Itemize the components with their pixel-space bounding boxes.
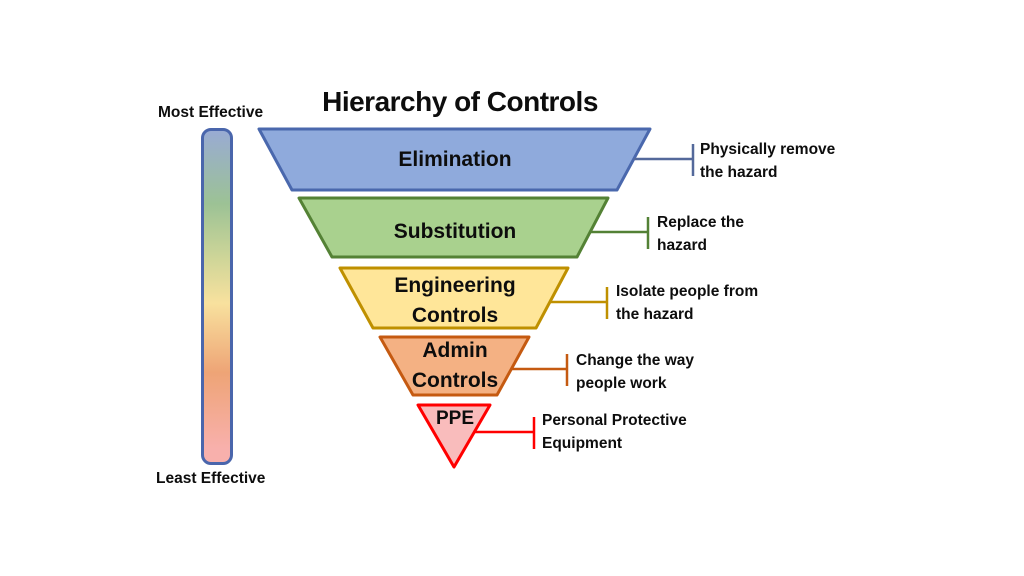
description-line: Equipment xyxy=(542,434,623,452)
description-line: Change the way xyxy=(576,352,694,369)
description-line: Physically remove xyxy=(700,141,836,158)
description-engineering-controls: Isolate people from the hazard xyxy=(616,281,758,326)
level-label-engineering-controls: Engineering Controls xyxy=(394,274,516,327)
level-label-substitution: Substitution xyxy=(393,220,517,243)
engineering-controls-shape xyxy=(338,266,570,330)
description-line: people work xyxy=(576,374,667,392)
description-line: Replace the xyxy=(657,214,745,231)
description-ppe: Personal Protective Equipment xyxy=(542,410,687,455)
elimination-callout-line xyxy=(634,144,695,176)
description-line: the hazard xyxy=(616,305,694,323)
least-effective-label: Least Effective xyxy=(156,470,266,487)
description-line: Personal Protective xyxy=(542,412,687,429)
level-label-admin-controls: Admin Controls xyxy=(411,339,499,392)
substitution-callout-line xyxy=(590,217,650,249)
effectiveness-gradient-bar xyxy=(201,128,233,465)
description-substitution: Replace the hazard xyxy=(657,212,744,257)
description-admin-controls: Change the way people work xyxy=(576,350,694,395)
ppe-shape xyxy=(416,403,492,469)
most-effective-label: Most Effective xyxy=(158,104,264,121)
elimination-shape xyxy=(257,127,652,192)
description-line: Isolate people from xyxy=(616,283,759,300)
page-title: Hierarchy of Controls xyxy=(322,86,598,117)
ppe-callout-line xyxy=(474,417,536,449)
engineering-controls-callout-line xyxy=(550,287,609,319)
level-label-elimination: Elimination xyxy=(398,148,512,171)
substitution-shape xyxy=(297,196,610,259)
description-line: hazard xyxy=(657,236,707,254)
level-label-ppe: PPE xyxy=(435,408,475,429)
description-line: the hazard xyxy=(700,163,778,181)
description-elimination: Physically remove the hazard xyxy=(700,139,835,184)
admin-controls-callout-line xyxy=(511,354,569,386)
admin-controls-shape xyxy=(378,335,531,397)
